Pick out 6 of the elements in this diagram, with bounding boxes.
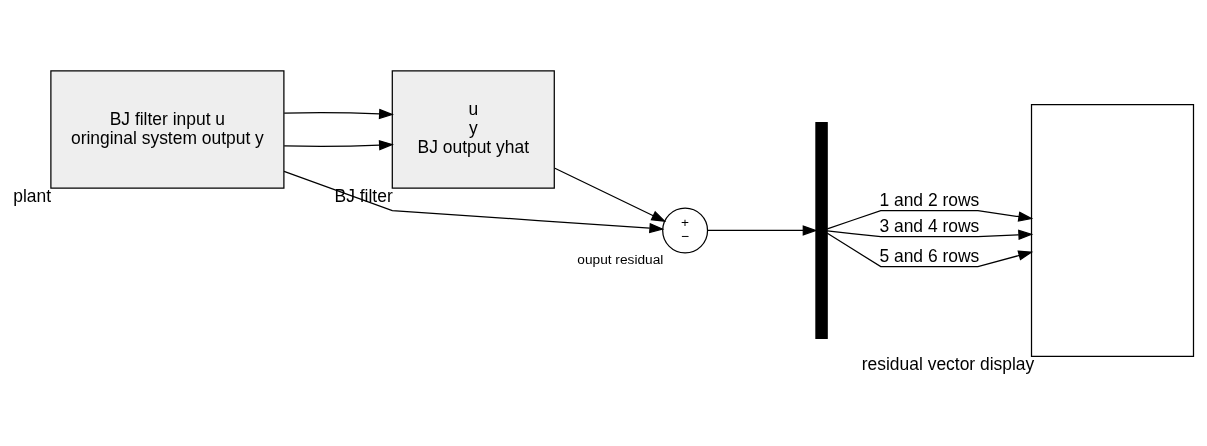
node-label: ouput residual [577,251,664,267]
edge-label: 3 and 4 rows [879,215,980,236]
node-label: residual vector display [861,354,1035,375]
edge-label: 1 and 2 rows [879,189,980,210]
edge-label: 5 and 6 rows [879,245,980,266]
node-label: plant [13,186,52,207]
